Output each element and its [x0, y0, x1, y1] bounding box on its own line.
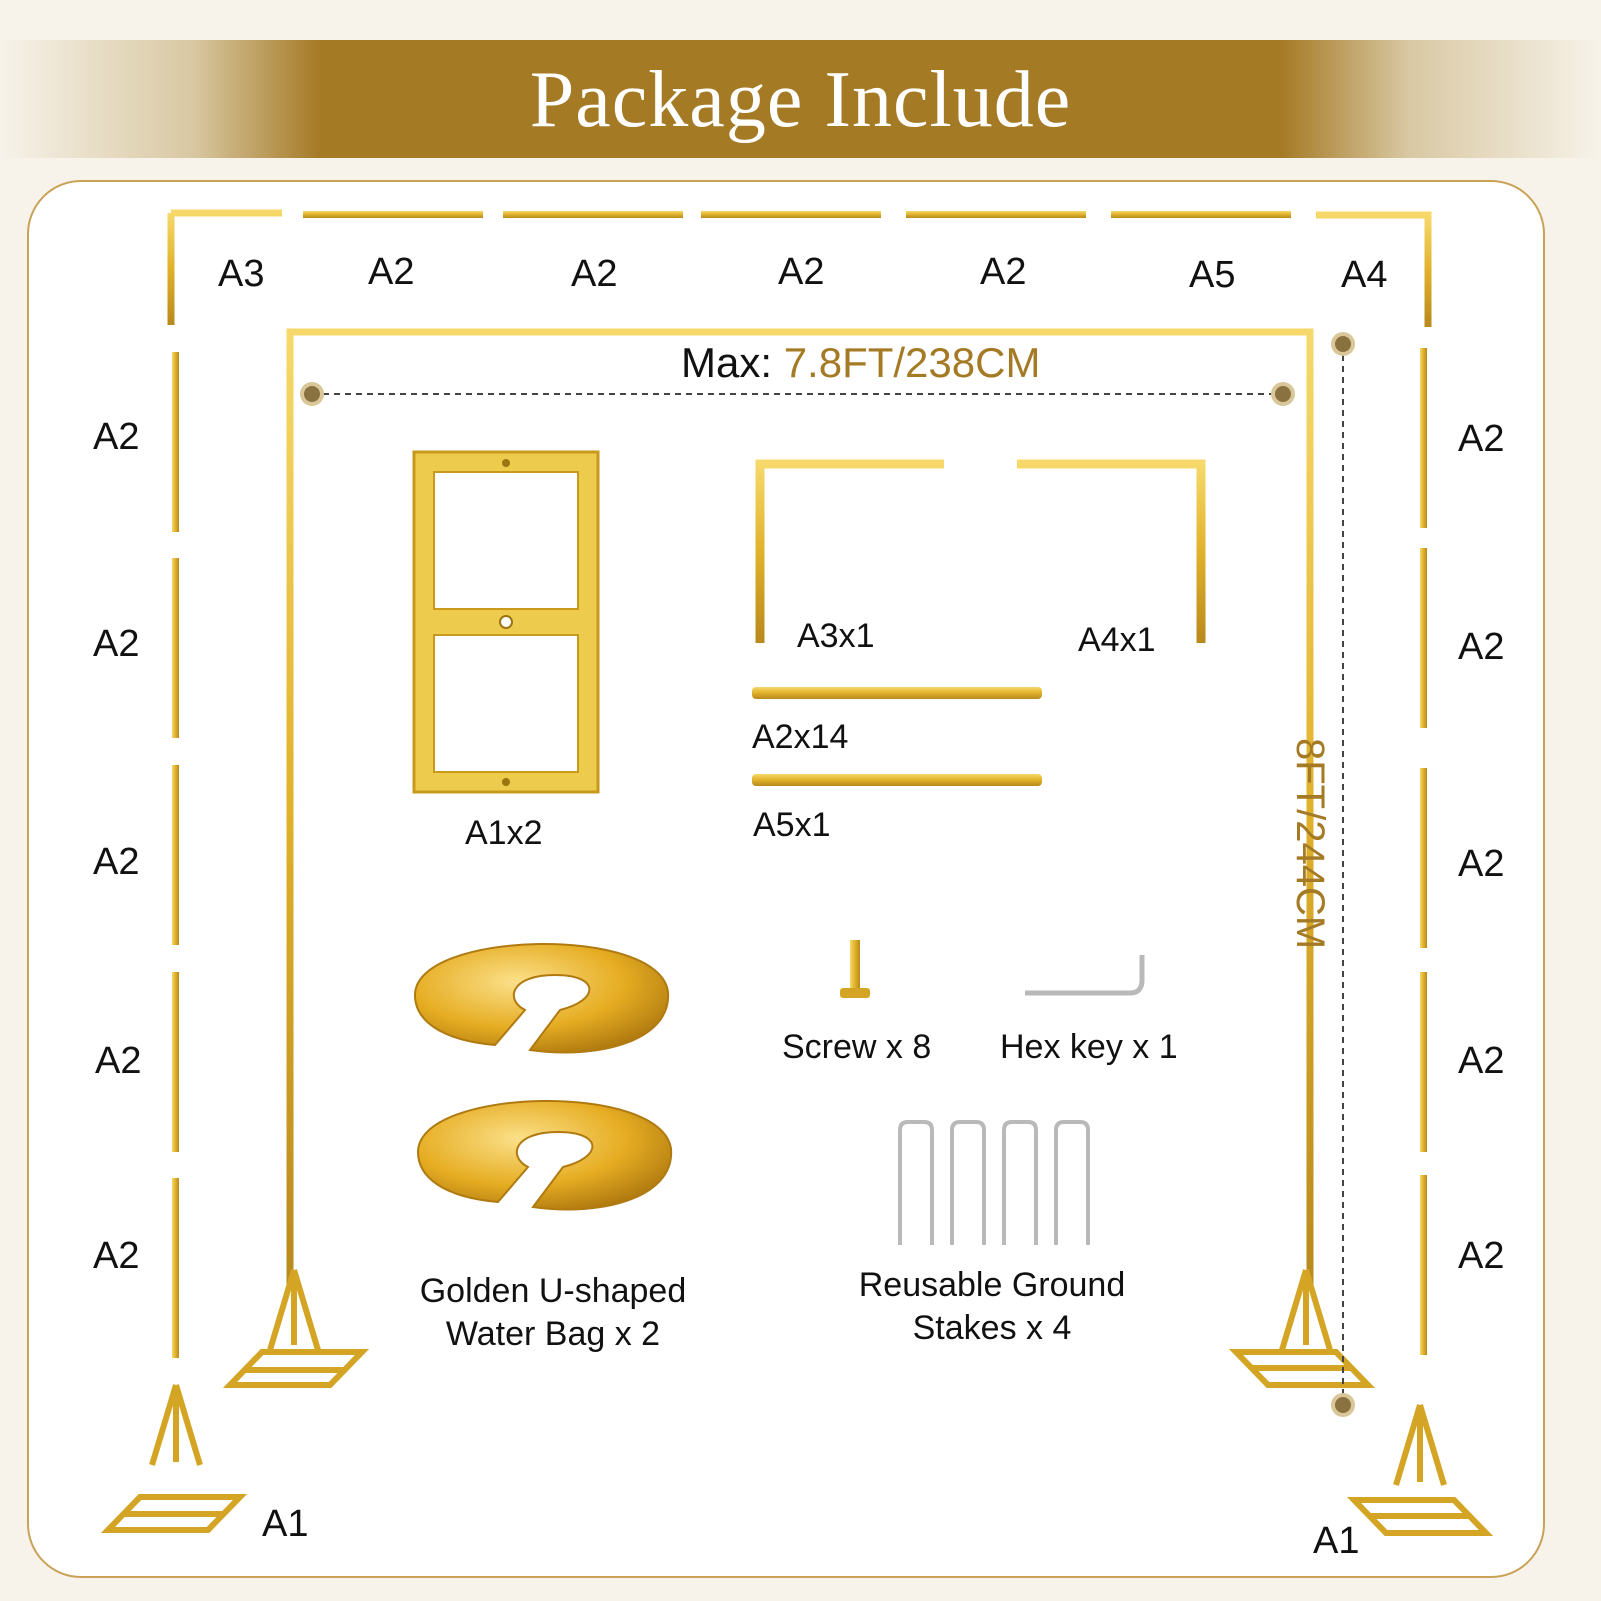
title-banner	[0, 40, 1601, 158]
pole-a5-label: A5x1	[753, 806, 831, 844]
top-label-a4: A4	[1341, 254, 1388, 296]
corner-a4-label: A4x1	[1078, 621, 1156, 659]
water-bag	[413, 943, 673, 1211]
top-label-a2: A2	[571, 253, 618, 295]
ground-stakes-icon	[898, 1120, 1090, 1245]
left-exploded-column	[172, 352, 179, 1358]
right-label-a2: A2	[1458, 843, 1505, 885]
right-label-a2: A2	[1458, 1040, 1505, 1082]
package-card	[27, 180, 1545, 1578]
pole-a5	[752, 774, 1042, 786]
ground-stakes-label: Reusable Ground Stakes x 4	[842, 1264, 1142, 1349]
water-bag-label-line2: Water Bag x 2	[445, 1314, 661, 1353]
bottom-right-label-a1: A1	[1313, 1520, 1360, 1562]
right-label-a2: A2	[1458, 626, 1505, 668]
left-label-a2: A2	[93, 1235, 140, 1277]
base-plate-label: A1x2	[465, 814, 543, 852]
left-label-a2: A2	[95, 1040, 142, 1082]
hex-key-label: Hex key x 1	[1000, 1028, 1178, 1066]
width-measurement: Max: 7.8FT/238CM	[681, 342, 1040, 384]
pole-a2	[752, 687, 1042, 699]
top-label-a2: A2	[368, 251, 415, 293]
corner-a3-label: A3x1	[797, 617, 875, 655]
bottom-left-label-a1: A1	[262, 1503, 309, 1545]
base-plate-part	[412, 450, 600, 794]
top-label-a5: A5	[1189, 254, 1236, 296]
screw-icon	[840, 940, 870, 998]
water-bag-label-line1: Golden U-shaped	[419, 1272, 687, 1310]
page-title: Package Include	[529, 56, 1072, 144]
top-label-a2: A2	[980, 251, 1027, 293]
height-measurement-value: 8FT/244CM	[1288, 738, 1332, 950]
width-measurement-value: 7.8FT/238CM	[783, 339, 1041, 386]
water-bag-label: Golden U-shaped Water Bag x 2	[408, 1270, 698, 1355]
screw-label: Screw x 8	[782, 1028, 932, 1066]
ground-stakes-label-line1: Reusable Ground	[858, 1266, 1126, 1304]
corner-piece-a4	[1017, 459, 1206, 643]
left-label-a2: A2	[93, 416, 140, 458]
width-dimension-line	[300, 382, 1295, 406]
left-label-a2: A2	[93, 841, 140, 883]
corner-piece-a3	[755, 459, 944, 643]
pole-a2-label: A2x14	[752, 718, 849, 756]
width-measurement-label: Max:	[681, 339, 773, 386]
right-exploded-column	[1420, 348, 1427, 1355]
top-label-a3: A3	[218, 253, 265, 295]
top-label-a2: A2	[778, 251, 825, 293]
base-stand	[100, 1269, 1494, 1536]
top-exploded-bar	[167, 209, 1432, 327]
height-dimension-line	[1331, 332, 1355, 1417]
hex-key-icon	[1025, 955, 1145, 996]
left-label-a2: A2	[93, 623, 140, 665]
right-label-a2: A2	[1458, 1235, 1505, 1277]
right-label-a2: A2	[1458, 418, 1505, 460]
ground-stakes-label-line2: Stakes x 4	[912, 1308, 1072, 1347]
assembled-frame	[286, 328, 1314, 1290]
